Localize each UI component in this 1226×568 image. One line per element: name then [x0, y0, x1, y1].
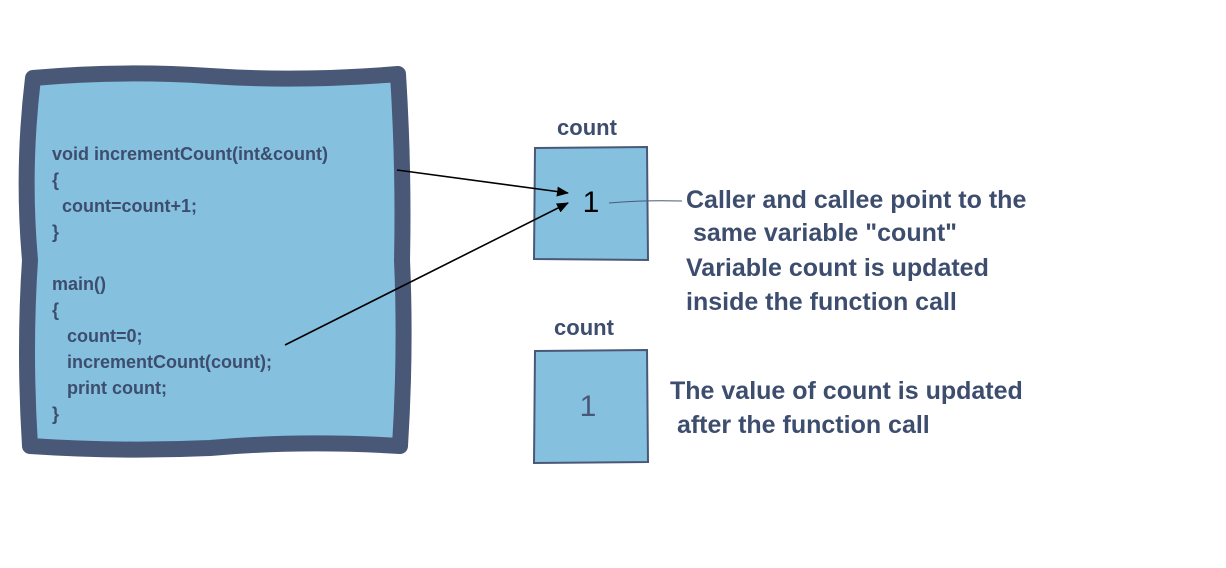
- variable-value-bottom: 1: [580, 390, 597, 423]
- code-line-6: main(): [52, 274, 106, 294]
- annotation-connector: [608, 200, 683, 204]
- code-line-4: }: [52, 222, 59, 242]
- variable-box-top-rect: [532, 145, 650, 262]
- description-bottom-line-1: The value of count is updated: [670, 377, 1023, 405]
- variable-box-bottom: count 1: [532, 315, 650, 465]
- description-top-line-1: Caller and callee point to the: [686, 186, 1026, 214]
- code-line-9: incrementCount(count);: [52, 352, 272, 372]
- arrow-parameter-to-variable: [396, 169, 569, 197]
- description-top-line-3: Variable count is updated: [686, 254, 989, 282]
- description-top: Caller and callee point to the same vari…: [686, 186, 1026, 316]
- description-top-line-2: same variable "count": [686, 219, 957, 247]
- code-line-2: {: [52, 170, 59, 190]
- description-top-line-4: inside the function call: [686, 288, 957, 316]
- code-line-10: print count;: [52, 378, 167, 398]
- code-line-1: void incrementCount(int&count): [52, 144, 328, 164]
- code-line-11: }: [52, 404, 59, 424]
- variable-value-top: 1: [583, 186, 600, 219]
- code-panel: void incrementCount(int&count) { count=c…: [18, 65, 412, 458]
- variable-box-bottom-rect: [532, 348, 650, 465]
- variable-box-top: count 1: [532, 115, 650, 262]
- code-line-7: {: [52, 300, 59, 320]
- variable-label-top: count: [557, 115, 618, 140]
- arrow-call-to-variable: [284, 202, 569, 346]
- code-panel-border: [18, 65, 412, 458]
- variable-label-bottom: count: [554, 315, 615, 340]
- description-bottom: The value of count is updated after the …: [670, 377, 1023, 439]
- code-line-3: count=count+1;: [52, 196, 197, 216]
- description-bottom-line-2: after the function call: [670, 411, 930, 439]
- code-line-8: count=0;: [52, 326, 143, 346]
